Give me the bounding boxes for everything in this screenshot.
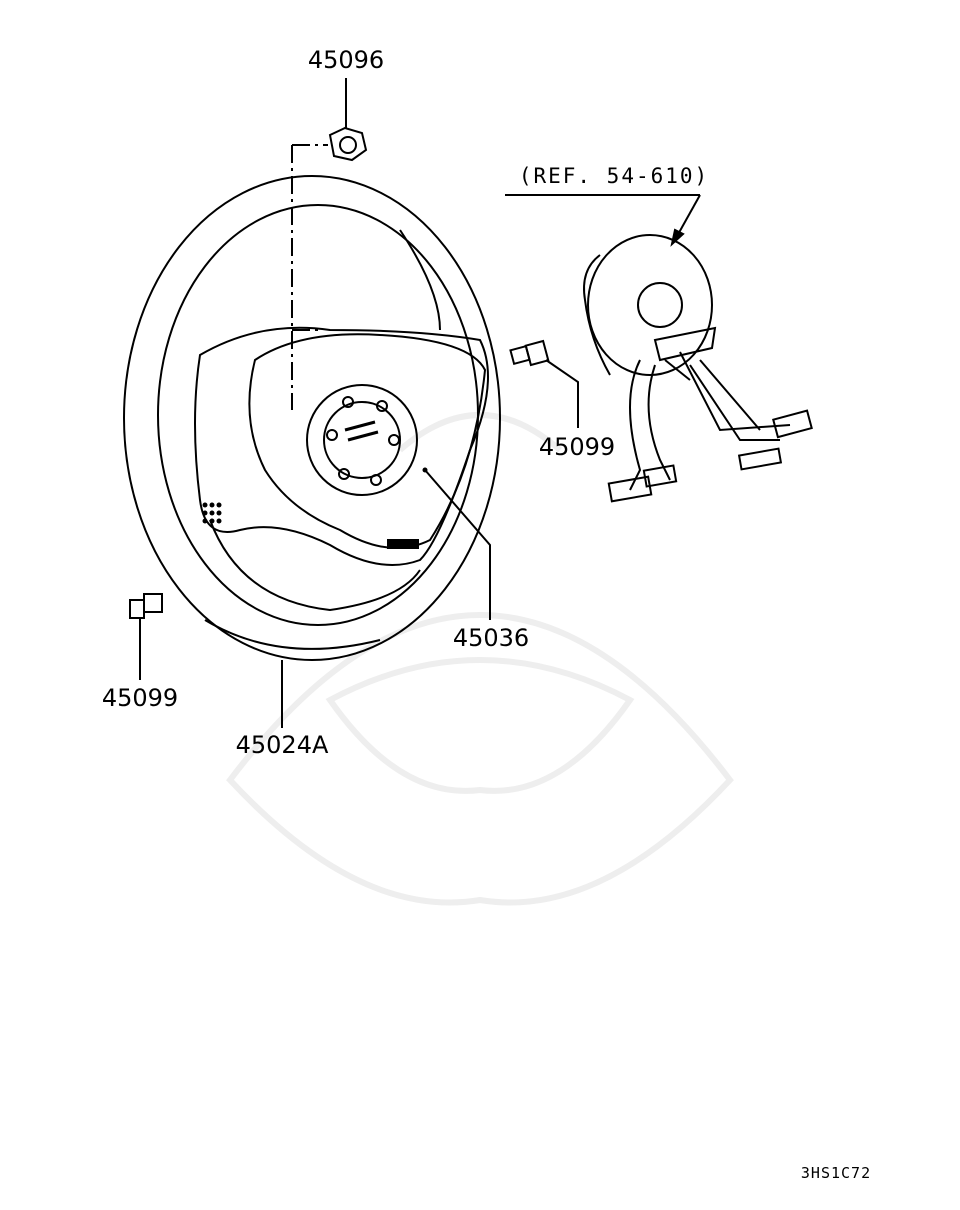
reference-label: (REF. 54-610) bbox=[518, 164, 710, 188]
drawing-code: 3HS1C72 bbox=[800, 1164, 872, 1182]
part-label-45099-right: 45099 bbox=[538, 433, 616, 461]
leader-45036 bbox=[424, 469, 491, 620]
part-label-45024A: 45024A bbox=[235, 731, 329, 759]
bolt-45099-right bbox=[509, 339, 579, 428]
part-label-45036: 45036 bbox=[452, 624, 530, 652]
part-label-45096: 45096 bbox=[307, 46, 385, 74]
part-label-45099-left: 45099 bbox=[101, 684, 179, 712]
watermark-logo bbox=[226, 412, 734, 906]
bolt-45099-left bbox=[129, 593, 163, 680]
clock-spring bbox=[583, 234, 813, 503]
reference-leader bbox=[505, 194, 701, 247]
steering-wheel-45024A bbox=[123, 175, 501, 661]
center-axis-line bbox=[291, 144, 328, 410]
nut-45096 bbox=[328, 78, 368, 162]
